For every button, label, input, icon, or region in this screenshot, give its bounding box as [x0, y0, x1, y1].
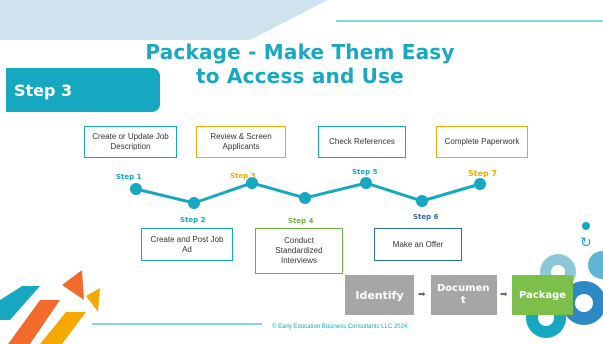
arrow-right-icon: ➡: [418, 290, 426, 300]
step-6-box: Make an Offer: [374, 228, 462, 261]
step-4-label: Step 4: [288, 217, 314, 225]
refresh-icon: ↻: [580, 235, 592, 251]
page-title: Package - Make Them Easy to Access and U…: [120, 40, 480, 88]
step-3-marker: [246, 177, 258, 189]
step-5-box: Check References: [318, 126, 406, 158]
step-3-tab: Step 3: [6, 68, 160, 112]
step-4-box: Conduct Standardized Interviews: [255, 228, 343, 274]
footer-copyright: © Early Education Business Consultants L…: [272, 324, 408, 330]
title-line-2: to Access and Use: [196, 64, 404, 88]
step-2-marker: [188, 197, 200, 209]
step-6-label: Step 6: [413, 213, 439, 221]
step-5-label: Step 5: [352, 168, 378, 176]
step-1-box: Create or Update Job Description: [84, 126, 177, 158]
step-4-marker: [299, 192, 311, 204]
package-box: Package: [512, 275, 573, 315]
chevron-arrows-logo: [0, 270, 100, 344]
step-1-label: Step 1: [116, 173, 142, 181]
step-2-label: Step 2: [180, 216, 206, 224]
dot-icon: [582, 222, 590, 230]
document-box: Documen t: [431, 275, 497, 315]
title-line-1: Package - Make Them Easy: [145, 40, 455, 64]
step-5-marker: [360, 177, 372, 189]
top-wedge: [0, 0, 328, 40]
step-3-box: Review & Screen Applicants: [196, 126, 286, 158]
step-7-marker: [474, 178, 486, 190]
step-7-label: Step 7: [468, 169, 498, 178]
step-6-marker: [416, 195, 428, 207]
arrow-right-icon: ➡: [500, 290, 508, 300]
step-7-box: Complete Paperwork: [436, 126, 528, 158]
step-3-label: Step 3: [230, 172, 256, 180]
step-1-marker: [130, 183, 142, 195]
identify-box: Identify: [345, 275, 414, 315]
step-2-box: Create and Post Job Ad: [141, 228, 233, 261]
